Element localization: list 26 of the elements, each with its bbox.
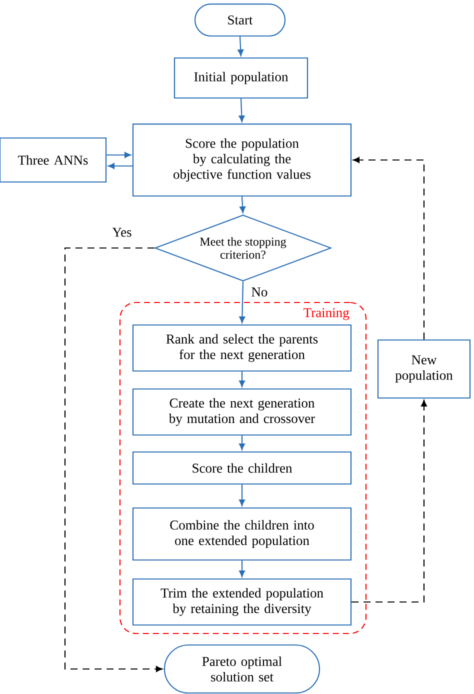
process-box: Create the next generation by mutation and crossover — [132, 388, 352, 436]
arrow — [106, 152, 132, 158]
arrow — [240, 196, 246, 214]
start-terminal: Start — [194, 3, 286, 37]
arrow — [238, 484, 245, 506]
process-box: Score the children — [132, 451, 352, 485]
arrow — [108, 163, 132, 170]
process-box: Rank and select the parents for the next generation — [132, 324, 352, 372]
arrow — [238, 98, 245, 122]
arrow — [238, 560, 245, 578]
arrow — [352, 400, 427, 603]
arrow — [352, 157, 425, 340]
arrow — [238, 372, 245, 388]
process-box: New population — [377, 339, 471, 399]
process-box: Three ANNs — [0, 137, 107, 183]
process-box: Trim the extended population by retaining the diversity — [132, 578, 352, 626]
process-box: Combine the children into one extended population — [132, 507, 352, 561]
arrow — [239, 282, 246, 324]
arrow — [238, 36, 244, 56]
edge-label: No — [250, 286, 269, 298]
edge-label: Yes — [111, 226, 133, 238]
end-terminal: Pareto optimal solution set — [164, 644, 320, 694]
process-box: Score the population by calculating the objective function values — [132, 123, 352, 197]
arrow — [238, 436, 245, 450]
process-box: Initial population — [174, 57, 308, 99]
arrow — [64, 247, 163, 672]
